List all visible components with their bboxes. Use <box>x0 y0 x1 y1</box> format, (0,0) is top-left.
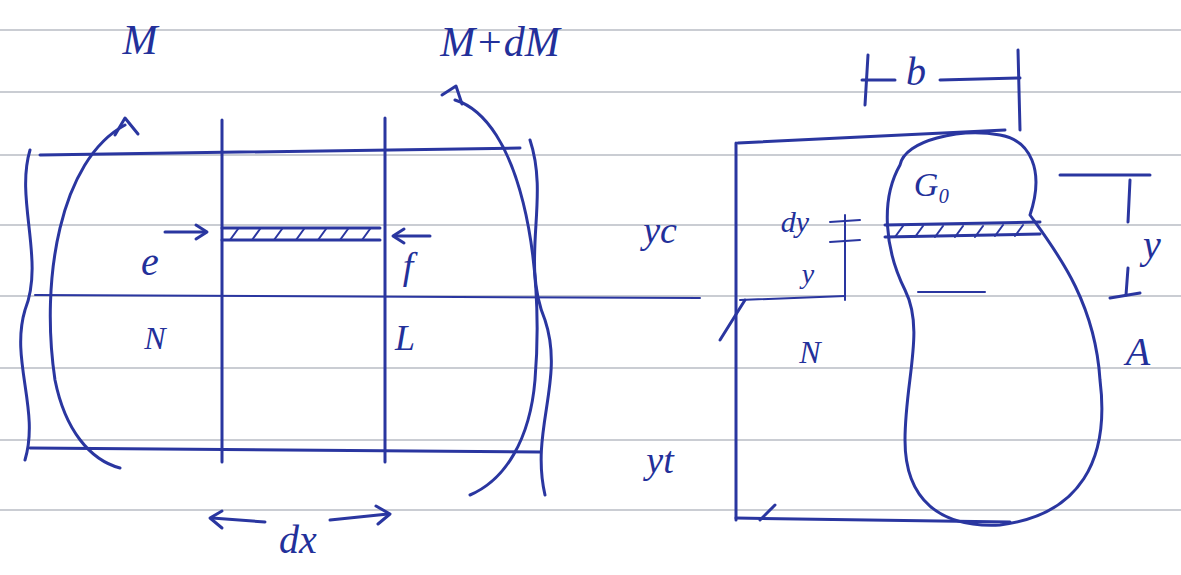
fibre-label: f <box>403 247 414 285</box>
dimension-label: y <box>802 260 814 288</box>
fibre-forces <box>165 225 430 243</box>
axis-label: N <box>799 336 820 368</box>
axis-label: N <box>144 322 165 354</box>
dimension-y <box>1060 175 1150 298</box>
dimension-label: y <box>1143 225 1161 265</box>
dimension-label: yt <box>646 441 673 479</box>
dimension-label: b <box>906 52 926 92</box>
axis-label: L <box>395 320 415 356</box>
fibre-label: e <box>141 242 159 282</box>
dimension-label: dy <box>781 207 809 237</box>
centroid-label: G₀ <box>914 168 950 202</box>
dimension-b <box>862 50 1020 130</box>
moment-label: M+dM <box>440 21 559 63</box>
area-label: A <box>1126 332 1150 372</box>
cross-section <box>720 130 1102 525</box>
dimension-label: yc <box>643 211 677 249</box>
beam-element <box>21 118 700 495</box>
ruled-lines <box>0 30 1181 510</box>
moment-label: M <box>123 19 158 61</box>
moment-arrows <box>50 86 537 495</box>
dimension-label: dx <box>279 520 317 560</box>
